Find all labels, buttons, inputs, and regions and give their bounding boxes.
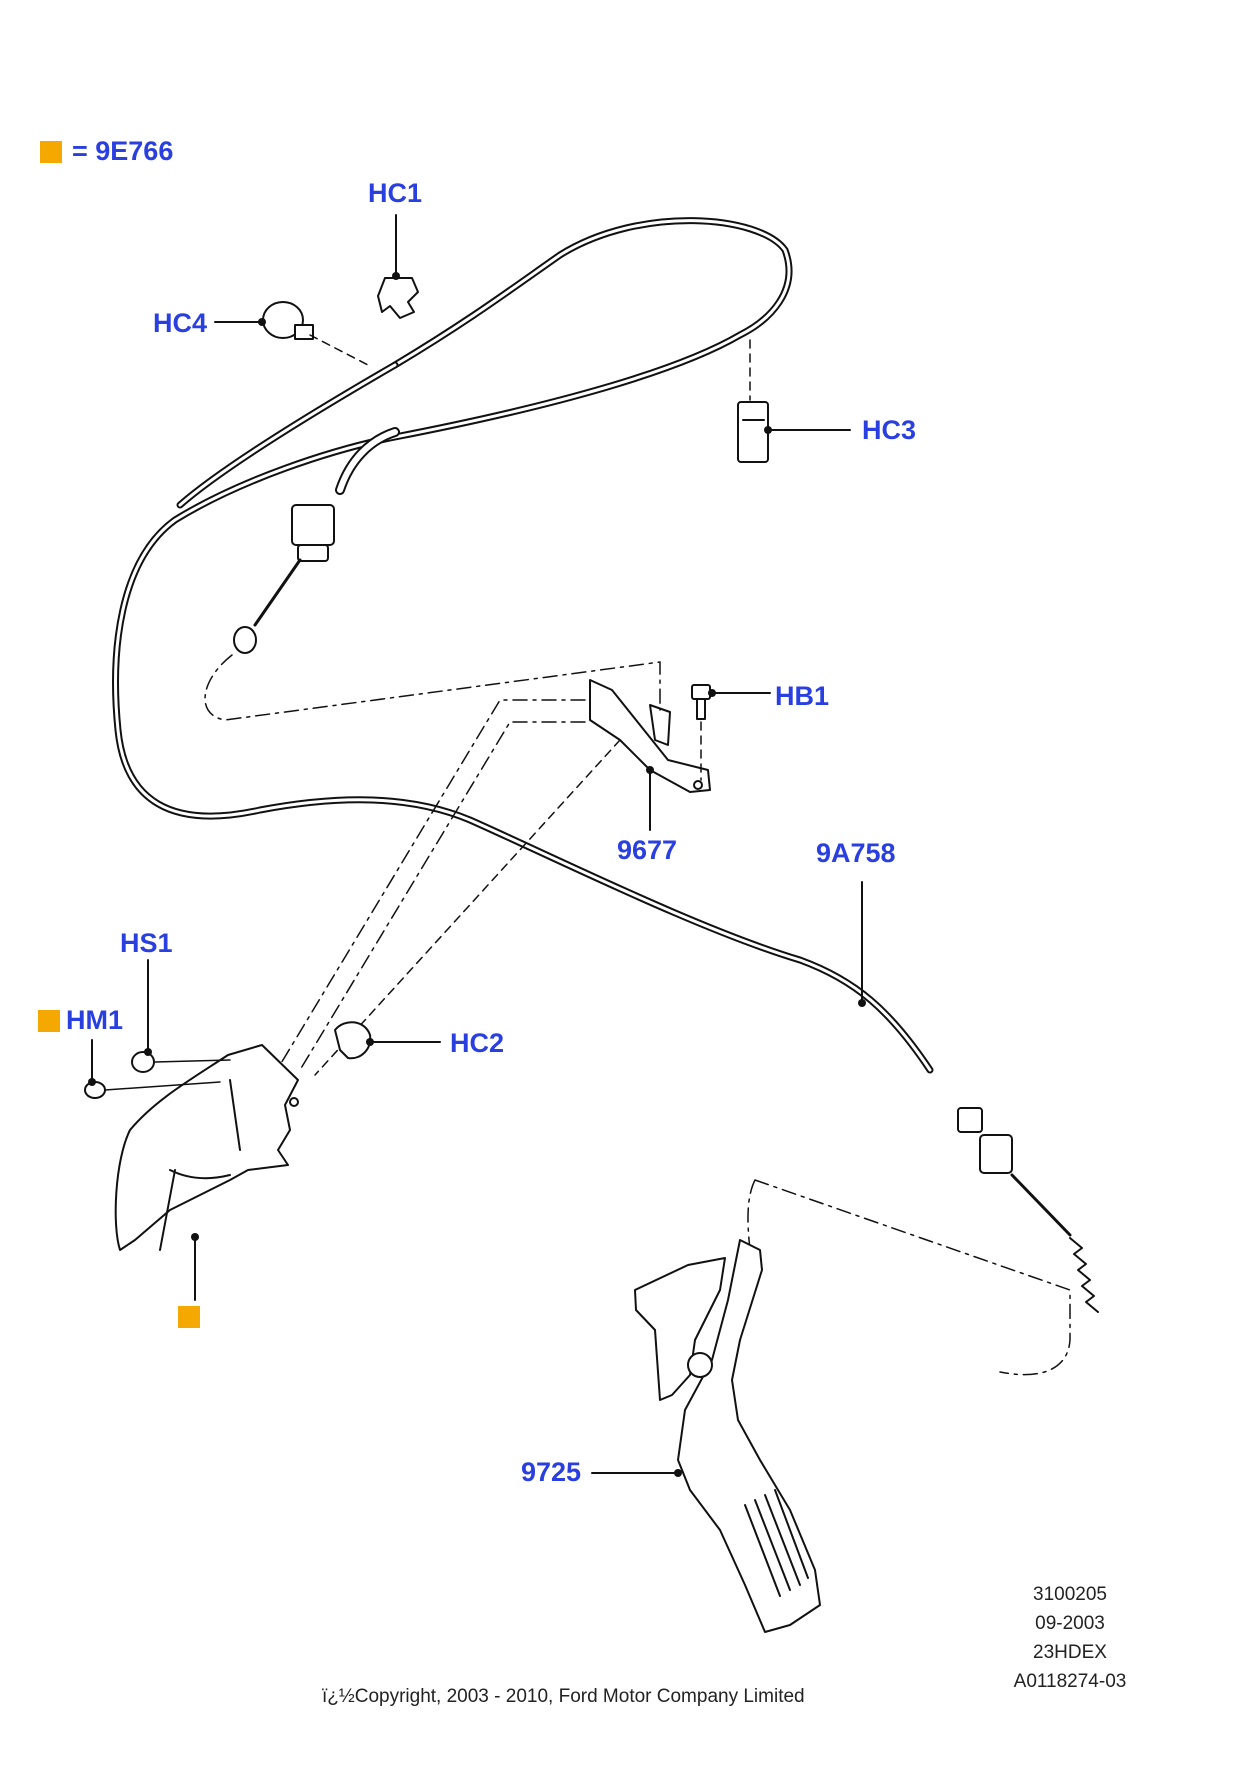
part-9e766-leader-dot bbox=[191, 1233, 199, 1241]
cable-upper-run bbox=[176, 361, 399, 509]
pedal-pad-ribs bbox=[744, 1489, 809, 1597]
reference-number: 3100205 bbox=[1033, 1584, 1107, 1605]
hb1-leader-dot bbox=[708, 689, 716, 697]
hs1-phantom-line bbox=[154, 1059, 231, 1063]
shield-mount-hole bbox=[289, 1097, 299, 1107]
part-9725-leader-dot bbox=[674, 1469, 682, 1477]
throttle-inner-wire bbox=[253, 558, 302, 627]
part-9e766-orange-square-icon bbox=[178, 1306, 200, 1328]
callout-9a758: 9A758 bbox=[816, 838, 896, 868]
pedal-mount-bracket bbox=[634, 1257, 726, 1401]
pedal-pivot bbox=[687, 1352, 713, 1378]
hs1-nut bbox=[131, 1051, 155, 1073]
phantom-line-bracket-b bbox=[299, 721, 586, 1071]
cable-upper-run-inner bbox=[178, 363, 397, 507]
hm1-phantom-line bbox=[104, 1081, 221, 1091]
hc2-leader-dot bbox=[366, 1038, 374, 1046]
callout-hc2: HC2 bbox=[450, 1028, 505, 1058]
part-9a758-leader-dot bbox=[858, 999, 866, 1007]
cable-throttle-branch-inner bbox=[337, 429, 398, 493]
callout-9725: 9725 bbox=[521, 1457, 582, 1487]
bracket-9677-arm bbox=[649, 704, 671, 746]
hb1-bolt-shank bbox=[696, 698, 706, 720]
phantom-line-bracket-c bbox=[314, 739, 621, 1076]
phantom-line-pedal bbox=[747, 1179, 1071, 1376]
callout-hb1: HB1 bbox=[775, 681, 830, 711]
callout-hs1: HS1 bbox=[120, 928, 173, 958]
bracket-9677 bbox=[589, 679, 711, 793]
shield-assembly bbox=[114, 1044, 299, 1251]
pedal-inner-wire bbox=[1010, 1173, 1072, 1237]
hc3-leader-dot bbox=[764, 426, 772, 434]
orange-square-icon bbox=[40, 141, 62, 163]
hc4-leader-dot bbox=[258, 318, 266, 326]
callout-hc1: HC1 bbox=[368, 178, 423, 208]
bracket-9677-hole bbox=[693, 780, 703, 790]
pedal-end-fitting bbox=[957, 1107, 983, 1133]
reference-id: A0118274-03 bbox=[1013, 1671, 1127, 1692]
hc1-leader-dot bbox=[392, 272, 400, 280]
hb1-bolt-head bbox=[691, 684, 711, 700]
hc4-clip-tab bbox=[294, 324, 314, 340]
throttle-cable-eyelet bbox=[233, 626, 257, 654]
part-9677-leader-dot bbox=[646, 766, 654, 774]
hc3-clip bbox=[737, 401, 769, 463]
throttle-end-fitting bbox=[291, 504, 335, 546]
callout-hm1: HM1 bbox=[66, 1005, 124, 1035]
callout-hc4: HC4 bbox=[153, 308, 208, 338]
hc4-phantom-line bbox=[309, 334, 369, 366]
pedal-cable-spring bbox=[1069, 1237, 1099, 1313]
callout-hc3: HC3 bbox=[862, 415, 917, 445]
pedal-arm bbox=[677, 1239, 821, 1633]
accelerator-cable-inner bbox=[114, 219, 932, 1072]
reference-code: 23HDEX bbox=[1033, 1642, 1107, 1663]
hc1-clip bbox=[377, 277, 419, 319]
copyright-notice: ï¿½Copyright, 2003 - 2010, Ford Motor Co… bbox=[322, 1686, 805, 1707]
hs1-leader-dot bbox=[144, 1048, 152, 1056]
shield-inner-fold bbox=[159, 1079, 241, 1251]
phantom-line-bracket-a bbox=[279, 699, 586, 1066]
legend-text: = 9E766 bbox=[72, 136, 174, 166]
hm1-leader-dot bbox=[88, 1078, 96, 1086]
throttle-end-collar bbox=[297, 544, 329, 562]
callout-9677: 9677 bbox=[617, 835, 678, 865]
reference-date: 09-2003 bbox=[1035, 1613, 1105, 1634]
hm1-orange-square-icon bbox=[38, 1010, 60, 1032]
hc2-clip bbox=[334, 1021, 372, 1060]
pedal-end-grommet bbox=[979, 1134, 1013, 1174]
